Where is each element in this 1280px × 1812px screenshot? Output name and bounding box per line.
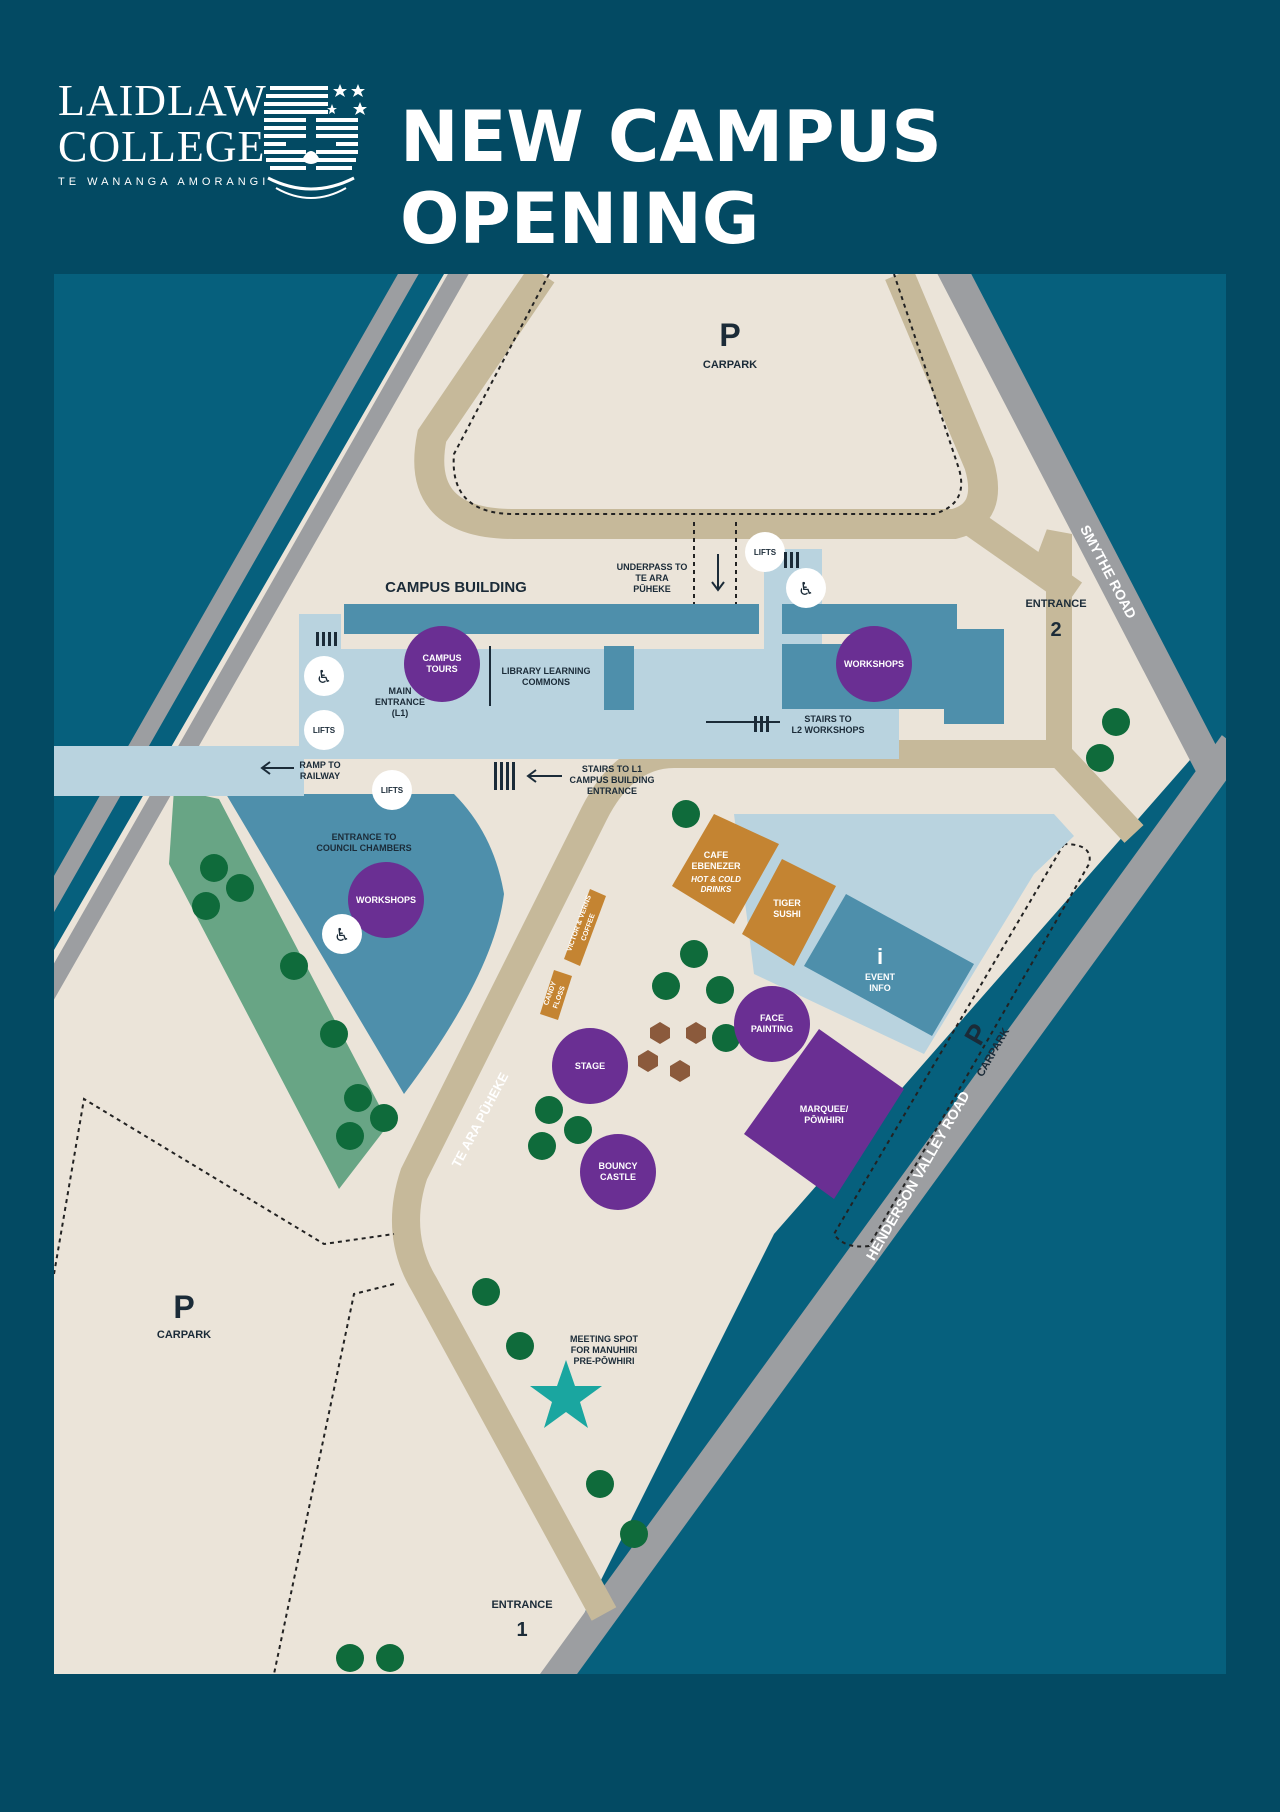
east-spur-path	[1031, 529, 1144, 843]
marquee-powhiri[interactable]	[744, 1029, 904, 1199]
meeting-spot-line1: MEETING SPOT	[570, 1334, 639, 1344]
railway-line	[54, 274, 419, 913]
entrance-2-label: ENTRANCE	[1025, 598, 1086, 610]
left-carpark-boundary	[54, 1097, 395, 1275]
campus-tours-line1: CAMPUS	[422, 653, 461, 663]
cafe-sub-line1: HOT & COLD	[691, 875, 741, 884]
stairs-l1-line3: ENTRANCE	[587, 786, 637, 796]
carpark-loop-path	[414, 274, 999, 539]
entrance-2-number: 2	[1050, 619, 1061, 641]
bouncy-castle-line2: CASTLE	[600, 1172, 636, 1182]
logo-line2: COLLEGE	[58, 122, 266, 171]
campus-building-label: CAMPUS BUILDING	[385, 579, 527, 596]
campus-tours-circle[interactable]	[404, 626, 480, 702]
bouncy-castle-circle[interactable]	[580, 1134, 656, 1210]
meeting-spot-star-icon[interactable]	[530, 1360, 602, 1428]
library-line1: LIBRARY LEARNING	[501, 666, 590, 676]
workshops-council-label: WORKSHOPS	[356, 895, 416, 905]
parking-symbol-top: P	[719, 317, 740, 353]
logo-line1: LAIDLAW	[58, 76, 267, 125]
underpass-line3: PŪHEKE	[633, 584, 671, 594]
library-line2: COMMONS	[522, 677, 570, 687]
railway-line-2	[54, 274, 469, 1000]
victor-coffee-stall[interactable]	[564, 889, 606, 966]
candy-floss-stall[interactable]	[540, 970, 572, 1020]
accessible-toilets-main-icon[interactable]: ♿	[304, 656, 344, 696]
stairs-l2-line1: STAIRS TO	[804, 714, 851, 724]
meeting-spot-line3: PRE-PŌWHIRI	[573, 1356, 634, 1366]
lifts-north-icon[interactable]	[745, 532, 785, 572]
meeting-spot-line2: FOR MANUHIRI	[571, 1345, 638, 1355]
main-entrance-line3: (L1)	[392, 708, 409, 718]
council-chambers-building[interactable]	[226, 794, 504, 1094]
lifts-main-icon[interactable]	[304, 710, 344, 750]
stairs-l2-line2: L2 WORKSHOPS	[791, 725, 864, 735]
top-carpark-boundary	[452, 274, 963, 515]
ramp-line2: RAILWAY	[300, 771, 340, 781]
main-entrance-line1: MAIN	[389, 686, 412, 696]
lifts-main-label: LIFTS	[313, 726, 336, 735]
workshops-east-circle[interactable]	[836, 626, 912, 702]
face-painting-circle[interactable]	[734, 986, 810, 1062]
svg-text:♿: ♿	[798, 579, 814, 600]
smythe-road	[937, 274, 1226, 781]
header: LAIDLAW COLLEGE TE WANANGA AMORANGI NEW …	[0, 0, 1280, 261]
bouncy-castle-line1: BOUNCY	[598, 1161, 637, 1171]
info-icon: i	[877, 944, 883, 969]
underpass-line1: UNDERPASS TO	[617, 562, 688, 572]
stairs-icons	[316, 552, 799, 790]
campus-map[interactable]: ♿ ♿ ♿ P CARPARK P CARPARK P CARPARK CAMP…	[54, 274, 1226, 1674]
left-carpark-boundary-2	[273, 1283, 395, 1674]
tiger-sushi-line2: SUSHI	[773, 909, 801, 919]
carpark-top-label: CARPARK	[703, 359, 757, 371]
cafe-line2: EBENEZER	[691, 861, 741, 871]
accessible-toilets-council-icon[interactable]: ♿	[322, 914, 362, 954]
event-info-line2: INFO	[869, 983, 891, 993]
stage-circle[interactable]	[552, 1028, 628, 1104]
parking-symbol-left: P	[173, 1289, 194, 1325]
face-painting-line1: FACE	[760, 1013, 784, 1023]
college-logo[interactable]: LAIDLAW COLLEGE TE WANANGA AMORANGI	[58, 76, 270, 189]
workshops-council-circle[interactable]	[348, 862, 424, 938]
lifts-north-label: LIFTS	[754, 548, 777, 557]
marquee-line2: PŌWHIRI	[804, 1115, 844, 1125]
ramp-line1: RAMP TO	[299, 760, 340, 770]
lifts-south-icon[interactable]	[372, 770, 412, 810]
trees	[192, 708, 1130, 1672]
campus-tours-line2: TOURS	[426, 664, 457, 674]
tiger-sushi-line1: TIGER	[773, 898, 801, 908]
event-info-tent[interactable]	[804, 894, 974, 1036]
garden-strip[interactable]	[169, 789, 389, 1189]
entrance-1-label: ENTRANCE	[491, 1599, 552, 1611]
workshops-east-label: WORKSHOPS	[844, 659, 904, 669]
underpass-line2: TE ARA	[635, 573, 669, 583]
face-painting-line2: PAINTING	[751, 1024, 793, 1034]
council-entrance-line1: ENTRANCE TO	[332, 832, 397, 842]
right-carpark-boundary	[832, 842, 1091, 1248]
stairs-l1-line1: STAIRS TO L1	[582, 764, 642, 774]
crest-icon	[264, 84, 367, 199]
lifts-south-label: LIFTS	[381, 786, 404, 795]
logo-subtitle: TE WANANGA AMORANGI	[58, 176, 270, 188]
event-info-line1: EVENT	[865, 972, 896, 982]
svg-text:♿: ♿	[334, 925, 350, 946]
council-entrance-line2: COUNCIL CHAMBERS	[316, 843, 411, 853]
cafe-sub-line2: DRINKS	[701, 885, 732, 894]
henderson-valley-road	[539, 735, 1226, 1674]
tiger-sushi-tent[interactable]	[742, 859, 836, 966]
svg-text:♿: ♿	[316, 667, 332, 688]
entrance-1-number: 1	[516, 1619, 527, 1641]
cafe-ebenezer-tent[interactable]	[672, 814, 779, 924]
direction-arrows	[260, 554, 780, 783]
accessible-toilets-north-icon[interactable]: ♿	[786, 568, 826, 608]
stage-label: STAGE	[575, 1061, 605, 1071]
carpark-left-label: CARPARK	[157, 1329, 211, 1341]
marquee-line1: MARQUEE/	[800, 1104, 849, 1114]
main-entrance-line2: ENTRANCE	[375, 697, 425, 707]
cafe-line1: CAFE	[704, 850, 729, 860]
page-title: NEW CAMPUS OPENING	[400, 96, 942, 260]
stairs-l1-line2: CAMPUS BUILDING	[570, 775, 655, 785]
seating-area	[638, 1022, 706, 1082]
